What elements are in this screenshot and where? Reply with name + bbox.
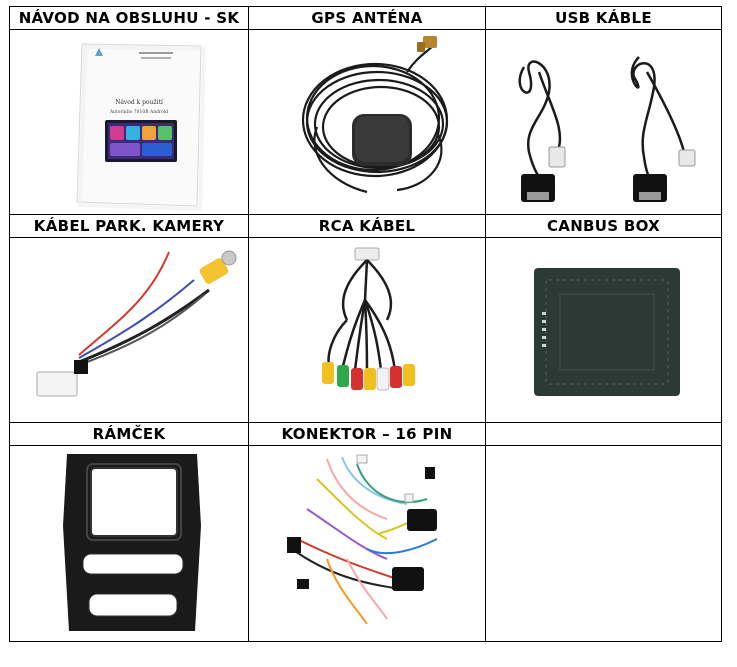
gps-antenna-image [301,36,449,194]
connector-16-pin-cell [248,445,486,642]
gps-antenna-cell [248,29,486,215]
manual-screen-graphic [105,120,177,162]
label-rca-cable: RCA KÁBEL [248,214,486,238]
usb-cables-image [517,56,695,202]
connector-16-pin-image [287,454,438,625]
header-row: RÁMČEK KONEKTOR – 16 PIN [9,422,722,446]
label-connector-16-pin: KONEKTOR – 16 PIN [248,422,486,446]
usb-cables-cell [485,29,722,215]
label-frame: RÁMČEK [9,422,249,446]
label-manual: NÁVOD NA OBSLUHU - SK [9,6,249,30]
image-row [9,237,722,423]
rca-cable-cell [248,237,486,423]
image-row [9,445,722,642]
header-row: KÁBEL PARK. KAMERY RCA KÁBEL CANBUS BOX [9,214,722,238]
label-empty [485,422,722,446]
manual-title: Návod k použití [115,99,163,106]
label-gps-antenna: GPS ANTÉNA [248,6,486,30]
manual-cell: Návod k použití Autorádio 7010B Android [9,29,249,215]
image-row: Návod k použití Autorádio 7010B Android [9,29,722,215]
accessories-table: NÁVOD NA OBSLUHU - SK GPS ANTÉNA USB KÁB… [9,6,722,642]
parking-camera-cable-image [36,250,237,397]
canbus-box-image [533,268,680,396]
label-canbus-box: CANBUS BOX [485,214,722,238]
manual-subtitle: Autorádio 7010B Android [109,108,168,115]
label-parking-camera-cable: KÁBEL PARK. KAMERY [9,214,249,238]
empty-cell [485,445,722,642]
canbus-box-cell [485,237,722,423]
frame-cell [9,445,249,642]
frame-image [63,454,201,631]
manual-image: Návod k použití Autorádio 7010B Android [76,43,207,212]
label-usb-cables: USB KÁBLE [485,6,722,30]
header-row: NÁVOD NA OBSLUHU - SK GPS ANTÉNA USB KÁB… [9,6,722,30]
rca-cable-image [322,247,415,391]
parking-camera-cable-cell [9,237,249,423]
